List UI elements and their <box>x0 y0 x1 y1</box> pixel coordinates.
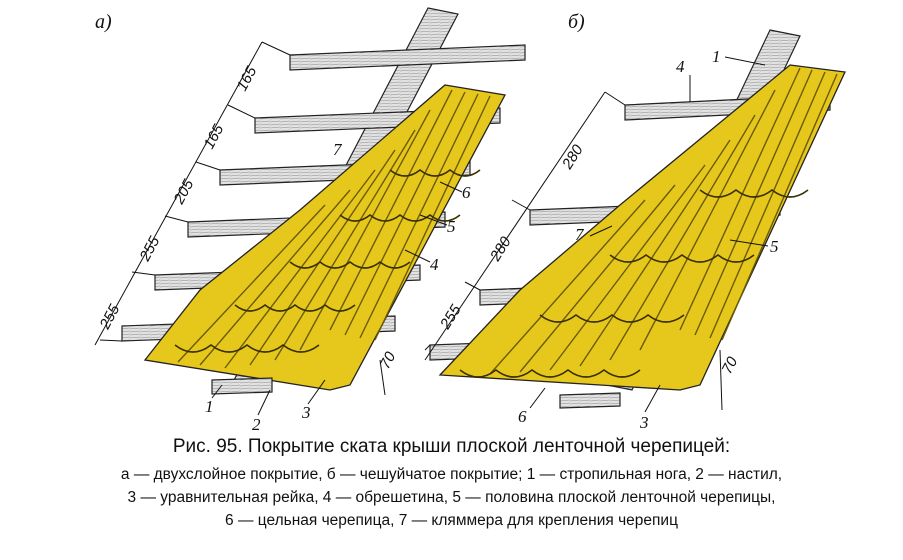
dim-a-4: 255 <box>136 233 164 265</box>
dimension-lines-b <box>424 91 723 411</box>
panel-b: 280 280 255 70 б) 1 3 4 5 6 7 <box>424 11 846 430</box>
callouts-b: б) 1 3 4 5 6 7 <box>518 11 779 430</box>
dimension-lines-a <box>94 41 386 396</box>
dim-a-2: 165 <box>201 121 228 152</box>
label-a-2: 2 <box>252 415 261 430</box>
label-a-3: 3 <box>301 403 311 422</box>
label-b-6: 6 <box>518 407 527 426</box>
label-a-7: 7 <box>333 140 343 159</box>
dim-b-2: 280 <box>486 233 515 265</box>
label-a-6: 6 <box>462 183 471 202</box>
label-b-4: 4 <box>676 57 685 76</box>
tile-scallops-b <box>459 188 809 378</box>
tile-stripes-a <box>177 89 491 369</box>
figure-caption-line-3: 6 — цельная черепица, 7 — кляммера для к… <box>225 512 678 529</box>
decking-board-b <box>559 392 621 409</box>
label-b-1: 1 <box>712 47 721 66</box>
tile-scallops-a <box>174 168 481 353</box>
panel-a: 165 165 205 255 255 70 а) 1 2 3 4 5 6 7 <box>94 7 526 430</box>
figure-caption-title: Рис. 95. Покрытие ската крыши плоской ле… <box>172 436 731 457</box>
label-a-1: 1 <box>205 397 214 416</box>
callouts-a: а) 1 2 3 4 5 6 7 <box>95 11 471 430</box>
label-a-4: 4 <box>430 255 439 274</box>
label-b-3: 3 <box>639 413 649 430</box>
dim-a-1: 165 <box>234 63 261 94</box>
label-a-5: 5 <box>447 217 456 236</box>
decking-board-a <box>211 377 273 395</box>
dim-b-4: 70 <box>719 354 742 377</box>
panel-b-letter: б) <box>568 11 585 33</box>
roof-tile-diagram: 165 165 205 255 255 70 а) 1 2 3 4 5 6 7 <box>94 7 846 430</box>
dim-a-6: 70 <box>377 349 400 372</box>
tile-stripes-b <box>489 67 838 375</box>
panel-a-letter: а) <box>95 11 112 33</box>
dim-a-3: 205 <box>170 176 198 208</box>
dim-a-5: 255 <box>96 301 124 333</box>
label-b-5: 5 <box>770 237 779 256</box>
figure-caption-line-2: 3 — уравнительная рейка, 4 — обрешетина,… <box>127 489 776 506</box>
figure-caption-line-1: а — двухслойное покрытие, б — чешуйчатое… <box>120 466 783 483</box>
label-b-7: 7 <box>575 225 585 244</box>
tile-coverage-b <box>438 64 846 391</box>
dim-b-1: 280 <box>558 141 587 173</box>
